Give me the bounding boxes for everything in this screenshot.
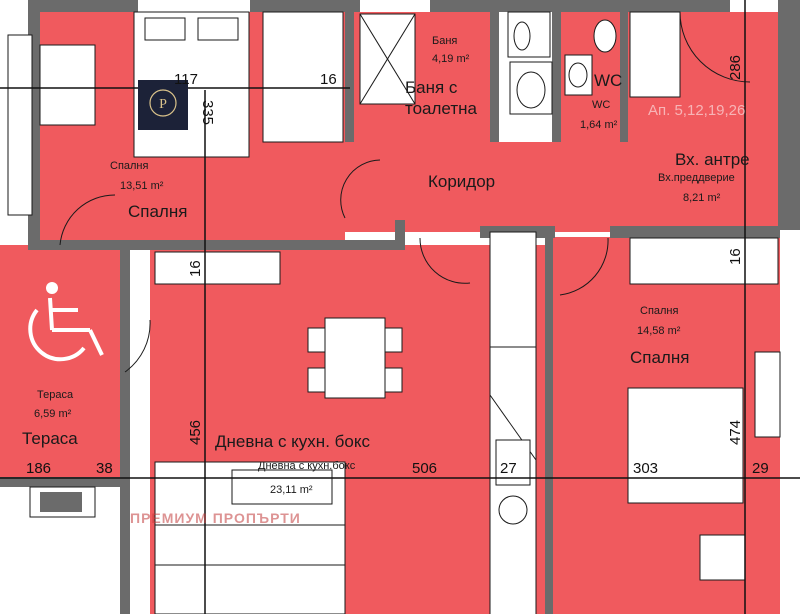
watermark: ПРЕМИУМ ПРОПЪРТИ [130, 510, 301, 526]
living-name-big: Дневна с кухн. бокс [215, 432, 370, 451]
wc-fixtures [564, 19, 617, 96]
desk [39, 44, 96, 126]
dim-506: 506 [412, 460, 437, 477]
bath-name-big-2: тоалетна [405, 99, 477, 118]
living-fixtures [154, 231, 537, 614]
dim-16-right: 16 [727, 248, 744, 265]
wheelchair-icon [28, 282, 104, 362]
dim-303: 303 [633, 460, 658, 477]
terrace-area: 6,59 m² [34, 408, 72, 420]
bath-fixtures [359, 11, 553, 115]
wardrobe2 [629, 237, 779, 285]
desk2 [699, 534, 746, 581]
bedroom1-name-small: Спалня [110, 160, 149, 172]
terrace-name-big: Тераса [22, 429, 78, 448]
bath-name-small: Баня [432, 35, 457, 47]
dining-table [324, 317, 386, 399]
dim-474: 474 [727, 420, 744, 445]
wc-area: 1,64 m² [580, 119, 618, 131]
corridor-name: Коридор [428, 172, 495, 191]
entrance-fixtures [629, 11, 751, 98]
dim-38: 38 [96, 460, 113, 477]
fridge [489, 231, 537, 348]
apartment-label: Ап. 5,12,19,26 [648, 102, 745, 119]
living-name-small: Дневна с кухн.бокс [258, 460, 356, 472]
dim-27: 27 [500, 460, 517, 477]
bedroom2-name-small: Спалня [640, 305, 679, 317]
entrance-area: 8,21 m² [683, 192, 721, 204]
terrace-name-small: Тераса [37, 389, 74, 401]
dim-456: 456 [187, 420, 204, 445]
dim-117: 117 [174, 71, 198, 88]
bedroom2-name-big: Спалня [630, 348, 689, 367]
bath-area: 4,19 m² [432, 53, 470, 65]
wc-name-small: WC [592, 99, 610, 111]
shelf [154, 251, 281, 285]
bed2 [627, 387, 744, 504]
svg-text:P: P [159, 97, 167, 112]
dim-186: 186 [26, 460, 51, 477]
wardrobe [262, 11, 344, 143]
entrance-name-big: Вх. антре [675, 150, 750, 169]
premium-property-logo: P [138, 80, 188, 130]
bedroom1-area: 13,51 m² [120, 180, 164, 192]
window [7, 34, 33, 216]
bedroom1-name-big: Спалня [128, 202, 187, 221]
bath-name-big-1: Баня с [405, 78, 458, 97]
toilet [513, 21, 531, 51]
dim-29: 29 [752, 460, 769, 477]
living-area: 23,11 m² [270, 484, 313, 496]
dim-16-left: 16 [187, 260, 204, 277]
entrance-cabinet [629, 11, 681, 98]
dim-286: 286 [727, 55, 744, 80]
bedroom2-area: 14,58 m² [637, 325, 681, 337]
entrance-name-small: Вх.преддверие [658, 172, 735, 184]
bedroom1-fixtures [7, 11, 344, 216]
corridor-area [345, 142, 630, 232]
doors [59, 159, 609, 373]
dim-16-top: 16 [320, 71, 337, 88]
dim-335: 335 [199, 100, 216, 125]
terrace-fixtures [29, 486, 96, 518]
wc-name-big: WC [594, 71, 622, 90]
bedroom2-fixtures [627, 237, 781, 581]
